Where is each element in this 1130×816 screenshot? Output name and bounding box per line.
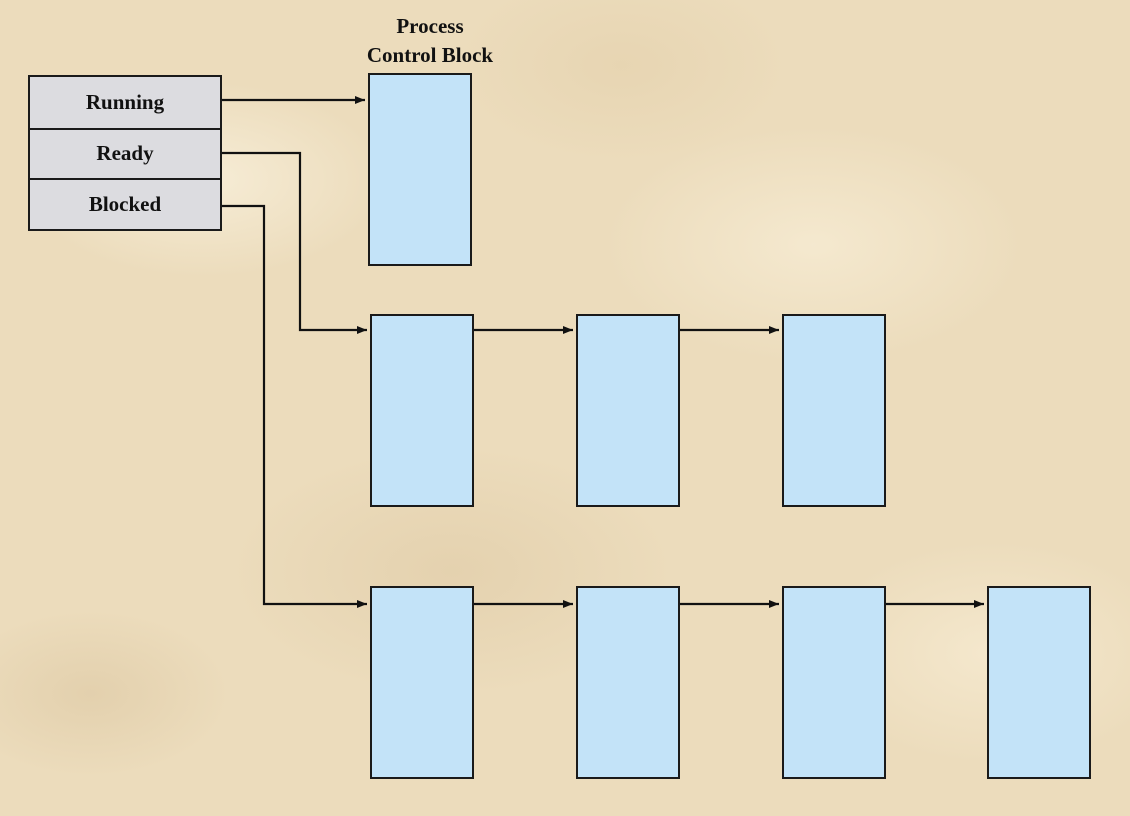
blocked-pcb-1: [370, 586, 474, 779]
ready-pcb-2: [576, 314, 680, 507]
pcb-title-line2: Control Block: [366, 43, 494, 67]
blocked-pointer-arrow: [222, 204, 367, 608]
state-ready: Ready: [30, 127, 220, 179]
ready-pointer-arrow: [222, 151, 367, 334]
state-blocked: Blocked: [30, 178, 220, 229]
blocked-pcb-2: [576, 586, 680, 779]
pcb-title: Process Control Block: [330, 12, 530, 70]
blocked-pcb-3: [782, 586, 886, 779]
state-running: Running: [85, 89, 165, 114]
process-state-table: Running Ready Blocked: [28, 75, 222, 231]
pcb-title-line1: Process: [396, 14, 464, 38]
blocked-pcb-4: [987, 586, 1091, 779]
ready-pcb-3: [782, 314, 886, 507]
running-pcb: [368, 73, 472, 266]
ready-pcb-1: [370, 314, 474, 507]
